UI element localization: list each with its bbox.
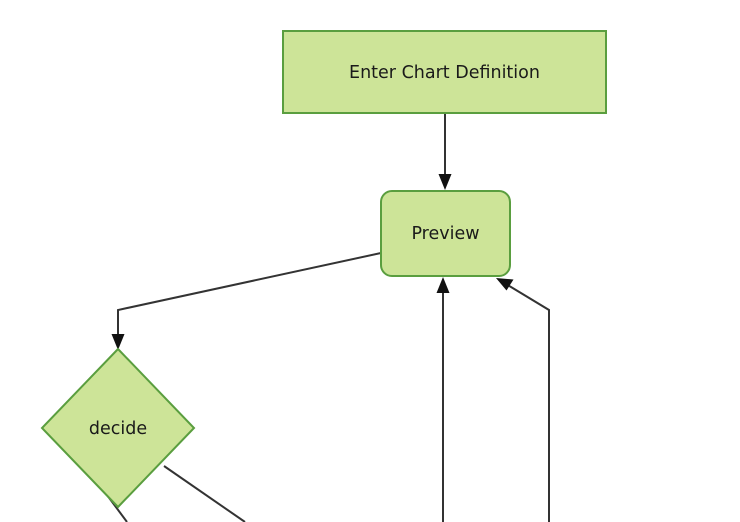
edge-bottom-right-to-preview[interactable] — [496, 278, 550, 522]
edge-layer — [106, 113, 550, 522]
node-rounded-rectangle — [380, 190, 511, 277]
edge-bottom-center-to-preview[interactable] — [436, 277, 450, 522]
node-label-enter-chart-definition: Enter Chart Definition — [349, 63, 540, 83]
edge-line — [163, 465, 246, 522]
edge-line — [117, 252, 382, 338]
arrowhead-up-left-icon — [496, 278, 514, 291]
edge-preview-to-decide[interactable] — [111, 252, 382, 350]
node-preview[interactable]: Preview — [380, 190, 511, 277]
node-label-decide: decide — [89, 419, 147, 439]
edge-enter-chart-definition-to-preview[interactable] — [438, 113, 452, 190]
node-rectangle — [282, 30, 607, 114]
arrowhead-down-icon — [438, 174, 452, 190]
arrowhead-up-icon — [436, 277, 450, 293]
edge-line — [505, 283, 550, 522]
node-decide[interactable]: decide — [40, 347, 196, 509]
edge-decide-down-right[interactable] — [163, 465, 246, 522]
node-diamond — [40, 347, 196, 509]
arrowhead-down-icon — [111, 334, 125, 350]
node-label-preview: Preview — [411, 224, 479, 244]
node-enter-chart-definition[interactable]: Enter Chart Definition — [282, 30, 607, 114]
node-layer: Enter Chart Definition Preview decide — [40, 30, 607, 509]
